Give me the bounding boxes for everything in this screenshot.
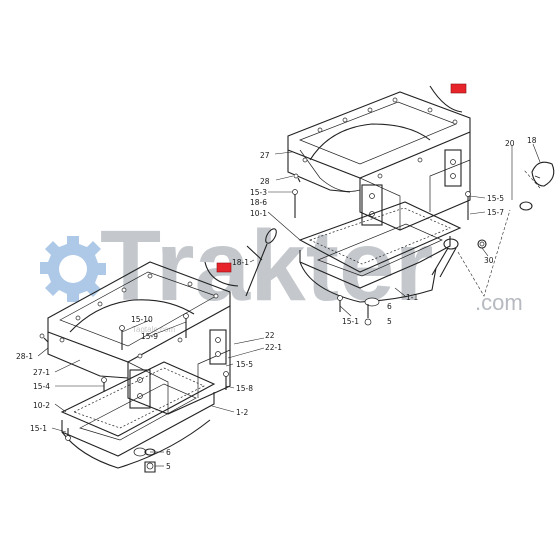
label-10-2: 10-2 [33,401,50,410]
label-15-8: 15-8 [236,384,253,393]
bolts-left [39,313,229,441]
right-gasket [298,201,462,273]
label-22-1: 22-1 [265,343,282,352]
label-10-1: 10-1 [250,209,267,218]
label-27-1: 27-1 [33,368,50,377]
label-15-3: 15-3 [250,188,267,197]
left-oil-pan-lower [61,383,215,469]
label-18: 18 [527,136,537,145]
label-1-1: 1-1 [406,293,418,302]
label-6-right: 6 [387,302,392,311]
watermark: Trakter .com Tagtale.com [40,210,523,334]
drain-plug-right [457,209,511,297]
label-1-2: 1-2 [236,408,248,417]
left-gasket [60,361,216,437]
rear-seal-right [429,83,467,113]
label-6-left: 6 [166,448,171,457]
part-labels-right: 27 28 15-3 18-6 10-1 15-5 15-7 1-1 15-1 … [250,136,537,326]
oil-dipstick-left [245,228,277,297]
watermark-small-text: Tagtale.com [132,325,175,334]
bolts-right [292,173,471,326]
label-15-9: 15-9 [141,332,158,341]
watermark-suffix: .com [475,290,523,315]
rear-seal-left [204,261,239,287]
gear-icon [40,236,106,302]
label-28-1: 28-1 [16,352,33,361]
label-15-10: 15-10 [131,315,153,324]
label-5-right: 5 [387,317,392,326]
label-22: 22 [265,331,275,340]
drain-plug-left [144,448,156,473]
label-15-5-left: 15-5 [236,360,253,369]
label-20: 20 [505,139,515,148]
right-oil-pan-lower [299,223,451,307]
right-oil-pan-upper [287,91,471,231]
oil-filler-cap [519,161,555,211]
label-15-7: 15-7 [487,208,504,217]
label-18-6: 18-6 [250,198,267,207]
highlight-tag-29 [450,83,467,94]
label-30: 30 [484,256,494,265]
left-oil-pan-upper [47,261,231,415]
label-5-left: 5 [166,462,171,471]
label-15-1-right: 15-1 [342,317,359,326]
oil-dipstick-tube-right [431,238,459,278]
label-15-4: 15-4 [33,382,50,391]
label-27: 27 [260,151,270,160]
label-15-1-left: 15-1 [30,424,47,433]
part-labels-left: 18-1 15-10 15-9 22 22-1 15-5 28-1 27-1 1… [16,258,282,471]
highlight-tag-28 [216,262,232,273]
label-28: 28 [260,177,270,186]
label-15-5-right: 15-5 [487,194,504,203]
leader-lines [37,143,541,467]
label-18-1: 18-1 [232,258,249,267]
